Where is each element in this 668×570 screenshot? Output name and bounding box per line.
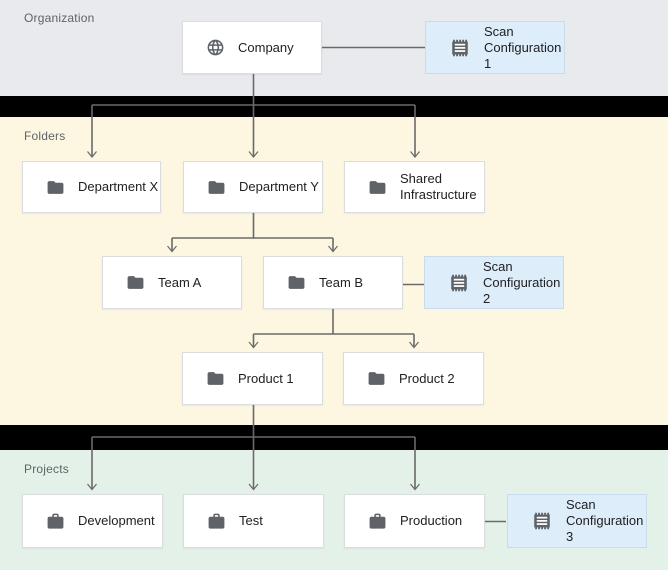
node-label: Product 2 (399, 370, 455, 386)
node-team-a: Team A (102, 256, 242, 309)
node-department-y: Department Y (183, 161, 323, 213)
node-department-x: Department X (22, 161, 161, 213)
receipt-icon (448, 272, 470, 294)
node-product-1: Product 1 (182, 352, 323, 405)
section-label-folders: Folders (24, 129, 66, 143)
node-label: Test (239, 513, 263, 528)
node-scan-configuration-2: Scan Configuration 2 (424, 256, 564, 309)
node-label: Company (238, 39, 294, 55)
receipt-icon (449, 37, 471, 59)
folder-icon (367, 369, 386, 388)
node-label: Scan Configuration 1 (484, 23, 562, 71)
briefcase-icon (368, 512, 387, 531)
node-scan-configuration-1: Scan Configuration 1 (425, 21, 565, 74)
section-label-projects: Projects (24, 462, 69, 476)
globe-icon (206, 38, 225, 57)
node-company: Company (182, 21, 322, 74)
briefcase-icon (46, 512, 65, 531)
section-label-organization: Organization (24, 11, 95, 25)
node-label: Shared Infrastructure (400, 171, 477, 202)
folder-icon (46, 178, 65, 197)
node-production: Production (344, 494, 485, 548)
briefcase-icon (207, 512, 226, 531)
node-team-b: Team B (263, 256, 403, 309)
folder-icon (206, 369, 225, 388)
receipt-icon (531, 510, 553, 532)
folder-icon (287, 273, 306, 292)
folder-icon (368, 178, 387, 197)
folder-icon (207, 178, 226, 197)
node-test: Test (183, 494, 324, 548)
folder-icon (126, 273, 145, 292)
node-scan-configuration-3: Scan Configuration 3 (507, 494, 647, 548)
section-organization: Organization (0, 0, 668, 96)
node-shared-infrastructure: Shared Infrastructure (344, 161, 485, 213)
node-label: Team A (158, 274, 202, 290)
node-label: Department X (78, 179, 159, 194)
node-label: Team B (319, 274, 364, 290)
node-label: Product 1 (238, 370, 294, 386)
node-label: Development (78, 513, 155, 528)
node-label: Production (400, 513, 463, 528)
node-development: Development (22, 494, 163, 548)
node-label: Department Y (239, 179, 319, 194)
node-label: Scan Configuration 2 (483, 258, 561, 306)
node-product-2: Product 2 (343, 352, 484, 405)
node-label: Scan Configuration 3 (566, 497, 644, 544)
